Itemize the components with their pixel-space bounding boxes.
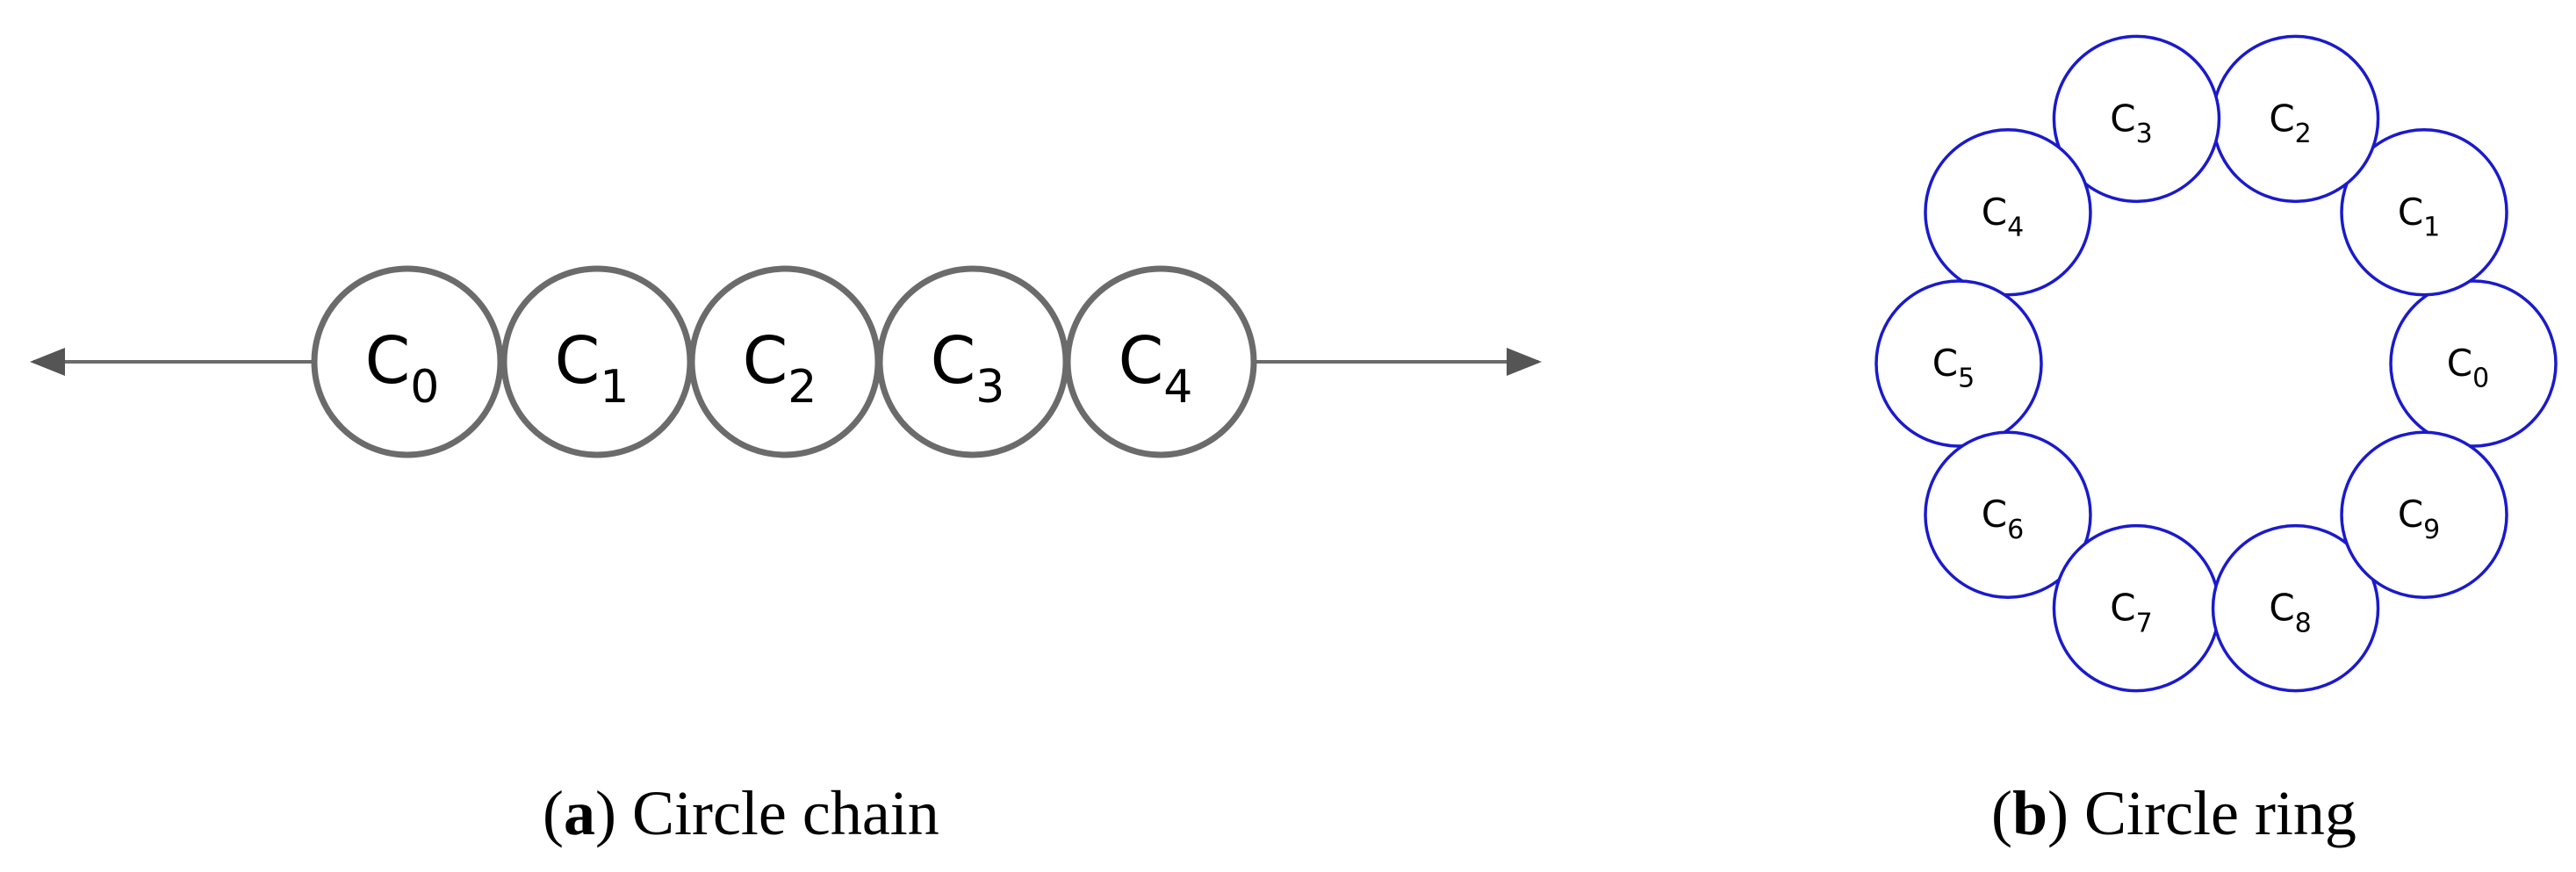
ring-node-label: C1 <box>2398 191 2440 243</box>
ring-node-label: C2 <box>2269 97 2311 149</box>
ring-node-c1: C1 <box>2340 128 2508 297</box>
chain-node-label: C0 <box>365 323 440 414</box>
chain-node-c3: C3 <box>876 265 1069 458</box>
panel-a-chain: C0 C1 C2 C3 C4 <box>30 265 1542 458</box>
chain-node-c4: C4 <box>1064 265 1257 458</box>
ring-circle <box>2340 430 2508 599</box>
ring-node-c0: C0 <box>2389 279 2558 448</box>
ring-circle <box>2389 279 2558 448</box>
ring-node-label: C0 <box>2447 342 2489 394</box>
chain-node-label: C4 <box>1119 323 1193 414</box>
ring-node-c6: C6 <box>1924 430 2092 599</box>
ring-node-c7: C7 <box>2052 523 2221 693</box>
ring-node-label: C7 <box>2110 587 2152 639</box>
caption-a: (a) Circle chain <box>543 778 939 848</box>
chain-node-c0: C0 <box>311 265 504 458</box>
caption-b: (b) Circle ring <box>1991 778 2357 848</box>
chain-circle <box>311 265 504 458</box>
chain-node-label: C2 <box>743 323 817 414</box>
ring-node-label: C5 <box>1932 342 1975 394</box>
ring-circle <box>2052 34 2221 204</box>
caption-b-letter: b <box>2011 778 2048 848</box>
ring-node-c5: C5 <box>1874 279 2043 448</box>
ring-node-label: C6 <box>1982 493 2024 545</box>
caption-b-text: Circle ring <box>2084 778 2357 848</box>
chain-circle <box>1064 265 1257 458</box>
ring-circle <box>1874 279 2043 448</box>
ring-circle <box>1924 430 2092 599</box>
ring-node-c2: C2 <box>2211 34 2380 204</box>
ring-circle <box>2340 128 2508 297</box>
ring-node-label: C3 <box>2110 97 2152 149</box>
ring-node-c9: C9 <box>2340 430 2508 599</box>
ring-node-label: C8 <box>2269 587 2311 639</box>
caption-a-letter: a <box>563 778 595 848</box>
ring-node-label: C4 <box>1982 191 2024 243</box>
chain-node-c1: C1 <box>500 265 694 458</box>
ring-circle <box>1924 128 2092 297</box>
chain-nodes: C0 C1 C2 C3 C4 <box>311 265 1257 458</box>
caption-a-text: Circle chain <box>631 778 939 848</box>
ring-node-c3: C3 <box>2052 34 2221 204</box>
chain-node-label: C3 <box>931 323 1005 414</box>
chain-node-c2: C2 <box>688 265 881 458</box>
ring-node-c4: C4 <box>1924 128 2092 297</box>
chain-node-label: C1 <box>555 323 630 414</box>
ring-circle <box>2211 523 2380 693</box>
ring-node-c8: C8 <box>2211 523 2380 693</box>
ring-node-label: C9 <box>2398 493 2440 545</box>
